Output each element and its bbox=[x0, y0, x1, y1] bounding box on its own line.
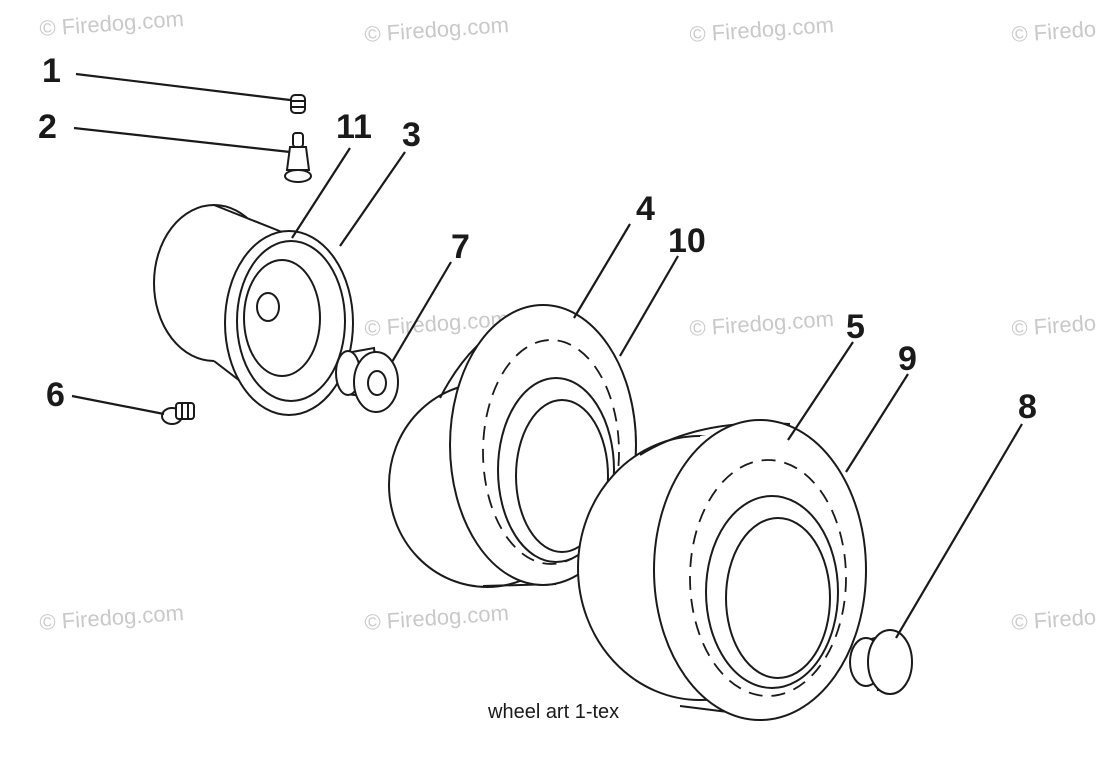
part-2-valve-stem bbox=[284, 132, 312, 183]
callout-8: 8 bbox=[1018, 388, 1037, 426]
callout-1: 1 bbox=[42, 52, 61, 90]
leader-4 bbox=[573, 223, 631, 319]
leader-6 bbox=[71, 394, 165, 416]
part-8-hub-cap bbox=[849, 629, 913, 695]
part-5-tire bbox=[577, 419, 867, 721]
part-1-valve-cap bbox=[290, 94, 306, 114]
watermark: © Firedog.com bbox=[1011, 600, 1096, 635]
callout-7: 7 bbox=[451, 228, 470, 266]
callout-11: 11 bbox=[336, 108, 372, 146]
callout-5: 5 bbox=[846, 308, 865, 346]
leader-11 bbox=[291, 147, 351, 239]
callout-10: 10 bbox=[668, 222, 706, 260]
callout-9: 9 bbox=[898, 340, 917, 378]
leader-10 bbox=[619, 255, 679, 357]
watermark: © Firedog.com bbox=[1011, 12, 1096, 47]
leader-2 bbox=[73, 126, 291, 154]
callout-2: 2 bbox=[38, 108, 57, 146]
callout-4: 4 bbox=[636, 190, 655, 228]
watermark: © Firedog.com bbox=[689, 306, 835, 341]
leader-lines bbox=[71, 72, 1023, 639]
part-6-grease-fitting bbox=[161, 402, 195, 425]
leader-3 bbox=[339, 151, 406, 247]
watermark: © Firedog.com bbox=[364, 600, 510, 635]
diagram-caption: wheel art 1-tex bbox=[487, 701, 619, 723]
callout-3: 3 bbox=[402, 116, 421, 154]
watermark: © Firedog.com bbox=[39, 600, 185, 635]
leader-5 bbox=[787, 341, 854, 441]
callout-6: 6 bbox=[46, 376, 65, 414]
watermark: © Firedog.com bbox=[689, 12, 835, 47]
leader-9 bbox=[845, 373, 909, 473]
part-3-rim bbox=[153, 204, 354, 416]
watermark: © Firedog.com bbox=[39, 6, 185, 41]
watermark: © Firedog.com bbox=[1011, 306, 1096, 341]
leader-7 bbox=[391, 261, 452, 363]
callout-labels: 1 2 11 3 7 6 4 10 5 9 8 bbox=[38, 52, 1037, 426]
part-7-bushing bbox=[335, 346, 399, 413]
leader-8 bbox=[895, 423, 1023, 639]
watermark: © Firedog.com bbox=[364, 12, 510, 47]
leader-1 bbox=[75, 72, 291, 102]
